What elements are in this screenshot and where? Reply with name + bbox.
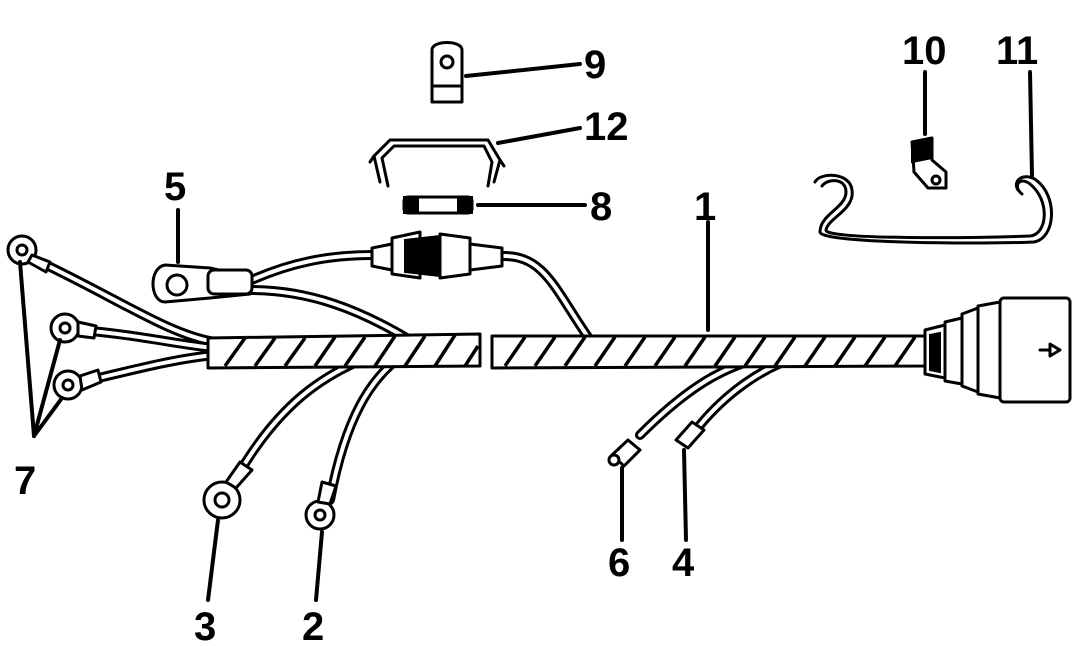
harness-sleeve [206,332,927,370]
spade-connector-6 [607,438,642,468]
callout-3: 3 [194,605,216,646]
callout-labels: 1 2 3 4 5 6 7 8 9 10 11 12 [14,29,1038,646]
leader-lines [18,62,1034,602]
clamp-10 [910,136,948,190]
retainer-11 [813,173,1053,245]
ring-terminal-3 [202,460,254,520]
fuse-8 [402,195,474,215]
clip-9 [430,41,464,104]
arrow-icon [1038,342,1062,358]
callout-12: 12 [584,105,629,149]
callout-11: 11 [996,29,1038,73]
callout-2: 2 [302,605,324,646]
callout-10: 10 [902,29,947,73]
spade-connector-4 [674,420,706,450]
fuse-lead-wire [240,250,595,345]
ring-terminal-5 [151,263,254,304]
sleeve-spiral-wrap [223,334,917,368]
bracket-12 [368,138,506,188]
callout-1: 1 [694,185,716,229]
fuse-holder [370,230,504,280]
callout-4: 4 [672,541,695,585]
callout-8: 8 [590,185,612,229]
callout-9: 9 [584,43,606,87]
harness-connector [923,296,1072,404]
ring-terminals-7 [6,234,103,401]
callout-7: 7 [14,459,36,503]
lower-lead-wires [230,343,415,505]
ring-terminal-2 [304,480,338,531]
callout-6: 6 [608,541,630,585]
callout-5: 5 [164,165,186,209]
